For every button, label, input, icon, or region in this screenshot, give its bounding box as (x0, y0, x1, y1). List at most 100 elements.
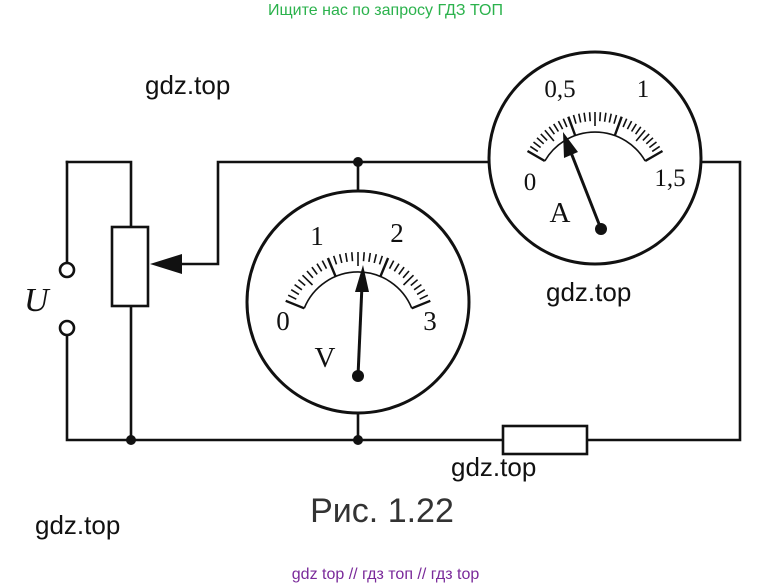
ammeter-tick (583, 112, 587, 122)
voltmeter-tick (290, 289, 300, 296)
ammeter-label-0: 0 (524, 169, 537, 196)
voltmeter-tick (416, 289, 426, 296)
ammeter-tick (630, 123, 637, 132)
voltmeter-needle (356, 284, 364, 377)
voltmeter-tick (362, 252, 365, 262)
wire-bottom-right (585, 160, 742, 442)
ammeter: 0 0,5 1 1,5 A (487, 50, 703, 266)
voltmeter-label-2: 2 (390, 218, 404, 248)
ammeter-tick (626, 120, 633, 130)
voltmeter-pivot (352, 370, 364, 382)
voltmeter-tick (393, 263, 400, 272)
voltmeter-tick (297, 279, 306, 287)
voltmeter-tick (411, 299, 431, 310)
watermark-2: gdz.top (546, 277, 632, 307)
watermark-3: gdz.top (451, 452, 537, 482)
voltmeter-tick (306, 270, 314, 279)
voltmeter-tick (388, 260, 395, 269)
voltmeter-tick (311, 266, 318, 275)
ammeter-tick (613, 116, 623, 136)
ammeter-tick (635, 129, 646, 142)
voltmeter-tick (379, 257, 390, 277)
ammeter-tick (533, 141, 542, 149)
voltmeter-tick (410, 279, 419, 287)
junction-bottom-left (126, 435, 136, 445)
ammeter-tick (651, 145, 661, 153)
voltmeter-tick (368, 252, 372, 263)
voltmeter-needle-tip (355, 265, 369, 292)
ammeter-tick (608, 113, 612, 123)
ammeter-tick (529, 145, 539, 153)
source-label: U (24, 282, 51, 319)
voltmeter-tick (326, 257, 337, 277)
voltmeter-scale-arc (303, 271, 413, 309)
ammeter-scale-arc (544, 131, 646, 162)
ammeter-symbol: A (550, 197, 571, 229)
voltmeter-symbol: V (315, 342, 336, 374)
voltmeter-dial (245, 189, 471, 415)
ammeter-pivot (595, 223, 607, 235)
ammeter-tick (634, 126, 642, 135)
top-banner[interactable]: Ищите нас по запросу ГДЗ ТОП (268, 2, 503, 19)
ammeter-needle (568, 149, 603, 230)
ammeter-needle-tip (563, 132, 578, 158)
ammeter-tick (572, 114, 577, 124)
voltmeter-tick (338, 254, 343, 264)
voltmeter-scale-ticks (285, 252, 431, 310)
voltmeter-tick (378, 255, 384, 265)
voltmeter: 0 1 2 3 V (245, 189, 471, 415)
voltmeter-tick (344, 252, 348, 263)
ammeter-label-1: 1 (637, 76, 650, 103)
voltmeter-label-1: 1 (310, 221, 324, 251)
voltmeter-tick (321, 260, 328, 269)
ammeter-scale-ticks (526, 112, 664, 163)
junction-dots (126, 157, 363, 445)
voltmeter-label-0: 0 (276, 306, 290, 336)
bottom-banner[interactable]: gdz top // гдз топ // гдз top (291, 566, 480, 583)
ammeter-label-15: 1,5 (654, 165, 685, 192)
voltmeter-tick (373, 254, 378, 264)
voltmeter-tick (332, 255, 338, 265)
ammeter-tick (526, 149, 546, 163)
wire-top-left (65, 160, 133, 229)
voltmeter-tick (413, 283, 422, 291)
rheostat (110, 225, 150, 308)
resistor (501, 424, 589, 456)
ammeter-tick (557, 120, 564, 130)
ammeter-tick (536, 137, 545, 145)
junction-top (353, 157, 363, 167)
voltmeter-tick (402, 270, 410, 279)
figure-caption: Рис. 1.22 (310, 492, 454, 530)
ammeter-tick (645, 137, 654, 145)
ammeter-dial (487, 50, 703, 266)
watermark-4: gdz.top (35, 510, 121, 540)
ammeter-tick (588, 112, 591, 122)
watermark-1: gdz.top (145, 70, 231, 100)
rheostat-slider-arrow (150, 254, 182, 274)
ammeter-tick (578, 113, 582, 123)
ammeter-tick (548, 126, 556, 135)
ammeter-tick (622, 118, 628, 128)
ammeter-tick (644, 149, 664, 163)
voltmeter-tick (398, 266, 405, 275)
source-terminal-top (58, 261, 76, 279)
ammeter-label-05: 0,5 (544, 76, 575, 103)
ammeter-tick (540, 133, 548, 141)
ammeter-tick (648, 141, 657, 149)
voltmeter-tick (402, 274, 415, 286)
voltmeter-tick (351, 252, 354, 262)
ammeter-tick (544, 129, 555, 142)
wire-source-bottom (65, 328, 133, 442)
voltmeter-tick (285, 299, 305, 310)
ammeter-tick (553, 123, 560, 132)
voltmeter-tick (419, 294, 429, 300)
voltmeter-tick (294, 283, 303, 291)
ammeter-tick (562, 118, 568, 128)
ammeter-tick (613, 114, 618, 124)
voltmeter-tick (301, 274, 314, 286)
voltmeter-label-3: 3 (423, 306, 437, 336)
voltmeter-tick (316, 263, 323, 272)
junction-bottom-mid (353, 435, 363, 445)
voltmeter-tick (287, 294, 297, 300)
